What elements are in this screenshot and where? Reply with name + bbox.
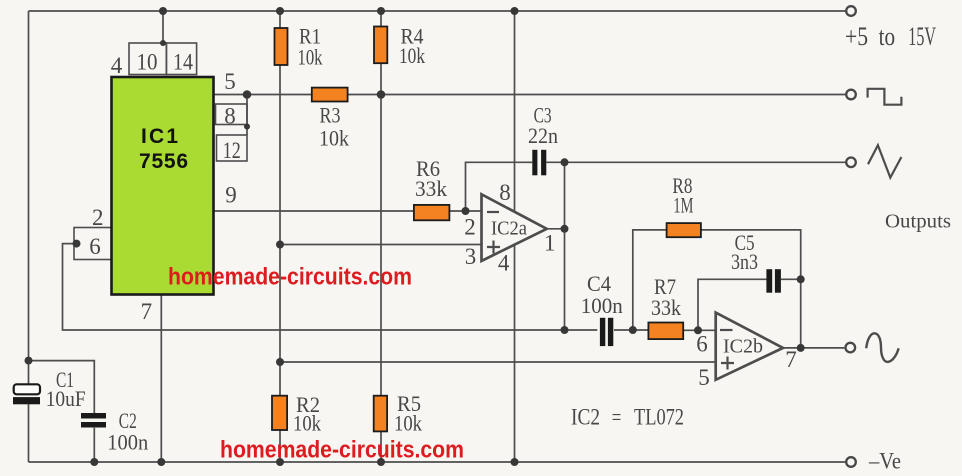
svg-text:6: 6 bbox=[89, 234, 101, 259]
svg-text:R3: R3 bbox=[320, 103, 341, 128]
svg-text:6: 6 bbox=[696, 332, 708, 357]
svg-text:8: 8 bbox=[499, 180, 511, 205]
svg-text:IC1: IC1 bbox=[141, 125, 178, 148]
svg-text:100n: 100n bbox=[581, 293, 623, 318]
svg-text:C2: C2 bbox=[119, 408, 137, 433]
svg-text:R5: R5 bbox=[397, 391, 421, 416]
svg-text:R1: R1 bbox=[299, 24, 321, 49]
svg-text:R8: R8 bbox=[672, 173, 692, 198]
svg-text:14: 14 bbox=[173, 50, 193, 75]
svg-text:4: 4 bbox=[498, 250, 510, 275]
svg-text:10uF: 10uF bbox=[46, 386, 86, 411]
svg-text:2: 2 bbox=[92, 205, 104, 230]
svg-text:100n: 100n bbox=[107, 430, 148, 455]
svg-text:1M: 1M bbox=[673, 193, 693, 218]
svg-text:R6: R6 bbox=[416, 156, 440, 181]
svg-text:homemade-circuits.com: homemade-circuits.com bbox=[168, 264, 412, 291]
svg-text:–Ve: –Ve bbox=[868, 449, 901, 474]
svg-text:R7: R7 bbox=[654, 274, 676, 299]
svg-text:C5: C5 bbox=[735, 230, 755, 255]
svg-text:C3: C3 bbox=[534, 102, 552, 127]
svg-text:8: 8 bbox=[224, 104, 236, 129]
svg-text:C1: C1 bbox=[56, 367, 74, 392]
svg-text:2: 2 bbox=[464, 215, 476, 240]
svg-text:10k: 10k bbox=[399, 43, 425, 68]
svg-text:IC2a: IC2a bbox=[491, 218, 527, 240]
svg-text:4: 4 bbox=[111, 53, 123, 78]
svg-text:R4: R4 bbox=[401, 24, 424, 49]
svg-text:homemade-circuits.com: homemade-circuits.com bbox=[220, 437, 464, 464]
svg-text:1: 1 bbox=[544, 230, 556, 255]
svg-text:IC2: IC2 bbox=[571, 405, 600, 430]
svg-text:TL072: TL072 bbox=[634, 405, 684, 430]
svg-text:to: to bbox=[879, 21, 896, 51]
svg-text:33k: 33k bbox=[651, 295, 681, 320]
svg-text:=: = bbox=[612, 405, 622, 430]
svg-text:C4: C4 bbox=[587, 271, 611, 296]
svg-text:7: 7 bbox=[141, 299, 153, 324]
svg-text:5: 5 bbox=[698, 365, 710, 390]
svg-text:33k: 33k bbox=[415, 176, 447, 201]
svg-text:R2: R2 bbox=[296, 392, 320, 417]
svg-text:10k: 10k bbox=[319, 126, 349, 151]
svg-text:IC2b: IC2b bbox=[723, 336, 763, 358]
svg-text:7556: 7556 bbox=[139, 150, 188, 173]
svg-text:5: 5 bbox=[224, 69, 236, 94]
svg-text:10k: 10k bbox=[293, 411, 321, 436]
svg-text:7: 7 bbox=[785, 347, 797, 372]
svg-text:+5: +5 bbox=[845, 21, 868, 51]
svg-text:Outputs: Outputs bbox=[885, 211, 951, 233]
svg-text:10: 10 bbox=[137, 50, 158, 75]
svg-text:15V: 15V bbox=[908, 21, 936, 51]
svg-text:12: 12 bbox=[223, 138, 241, 163]
svg-text:22n: 22n bbox=[528, 123, 558, 148]
svg-text:3: 3 bbox=[465, 244, 477, 269]
svg-text:10k: 10k bbox=[394, 411, 422, 436]
svg-text:10k: 10k bbox=[298, 45, 323, 70]
svg-text:3n3: 3n3 bbox=[731, 249, 758, 274]
svg-text:9: 9 bbox=[225, 183, 237, 208]
